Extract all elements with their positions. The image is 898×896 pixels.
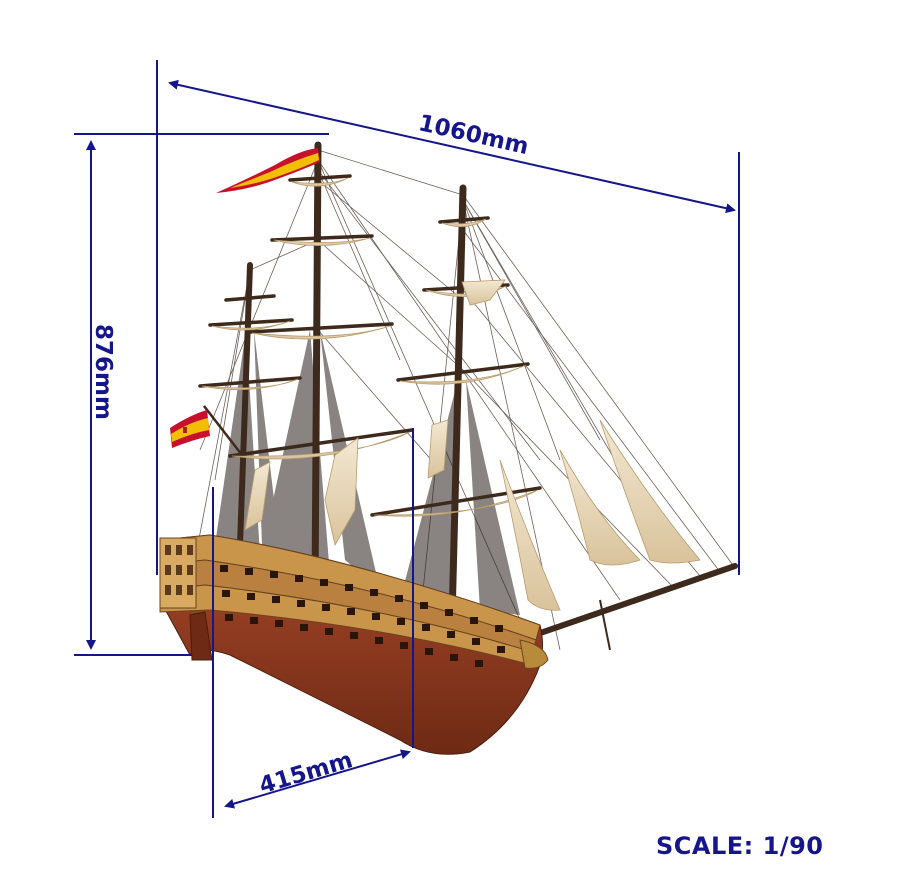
width-dimension-arrow — [224, 749, 411, 809]
hull — [159, 534, 549, 755]
length-dimension-arrow — [168, 79, 736, 214]
pennant-flag — [216, 148, 320, 193]
sails — [201, 177, 701, 611]
length-dimension-label: 1060mm — [416, 110, 531, 160]
masts — [237, 141, 467, 624]
bowsprit — [517, 563, 738, 643]
ship-model-illustration — [159, 141, 738, 755]
width-dimension-label: 415mm — [256, 747, 355, 799]
dimension-annotations — [74, 60, 740, 818]
scale-label: SCALE: 1/90 — [656, 832, 824, 860]
spanish-flag — [170, 405, 243, 456]
height-dimension-label: 876mm — [90, 324, 116, 420]
